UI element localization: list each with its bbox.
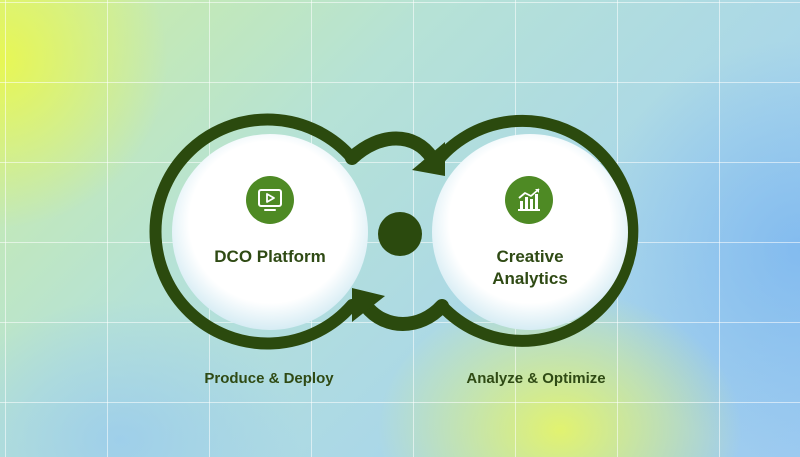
left-caption: Produce & Deploy <box>204 370 334 387</box>
top-arrowhead <box>412 142 445 176</box>
bottom-connector-arrow <box>359 299 449 331</box>
center-dot <box>378 212 422 256</box>
right-caption: Analyze & Optimize <box>466 370 606 387</box>
right-node-title-line1: Creative <box>496 247 564 266</box>
bottom-arrowhead <box>352 288 385 322</box>
left-node-title: DCO Platform <box>214 247 326 266</box>
right-node-title-line2: Analytics <box>492 269 568 288</box>
right-node-circle <box>432 134 628 330</box>
monitor-play-icon <box>246 176 294 224</box>
top-connector-arrow <box>345 131 439 165</box>
bar-chart-trend-icon <box>505 176 553 224</box>
left-ring <box>149 113 358 350</box>
right-ring <box>429 114 639 347</box>
right-node-title: Creative Analytics <box>450 246 610 290</box>
left-node-circle <box>172 134 368 330</box>
